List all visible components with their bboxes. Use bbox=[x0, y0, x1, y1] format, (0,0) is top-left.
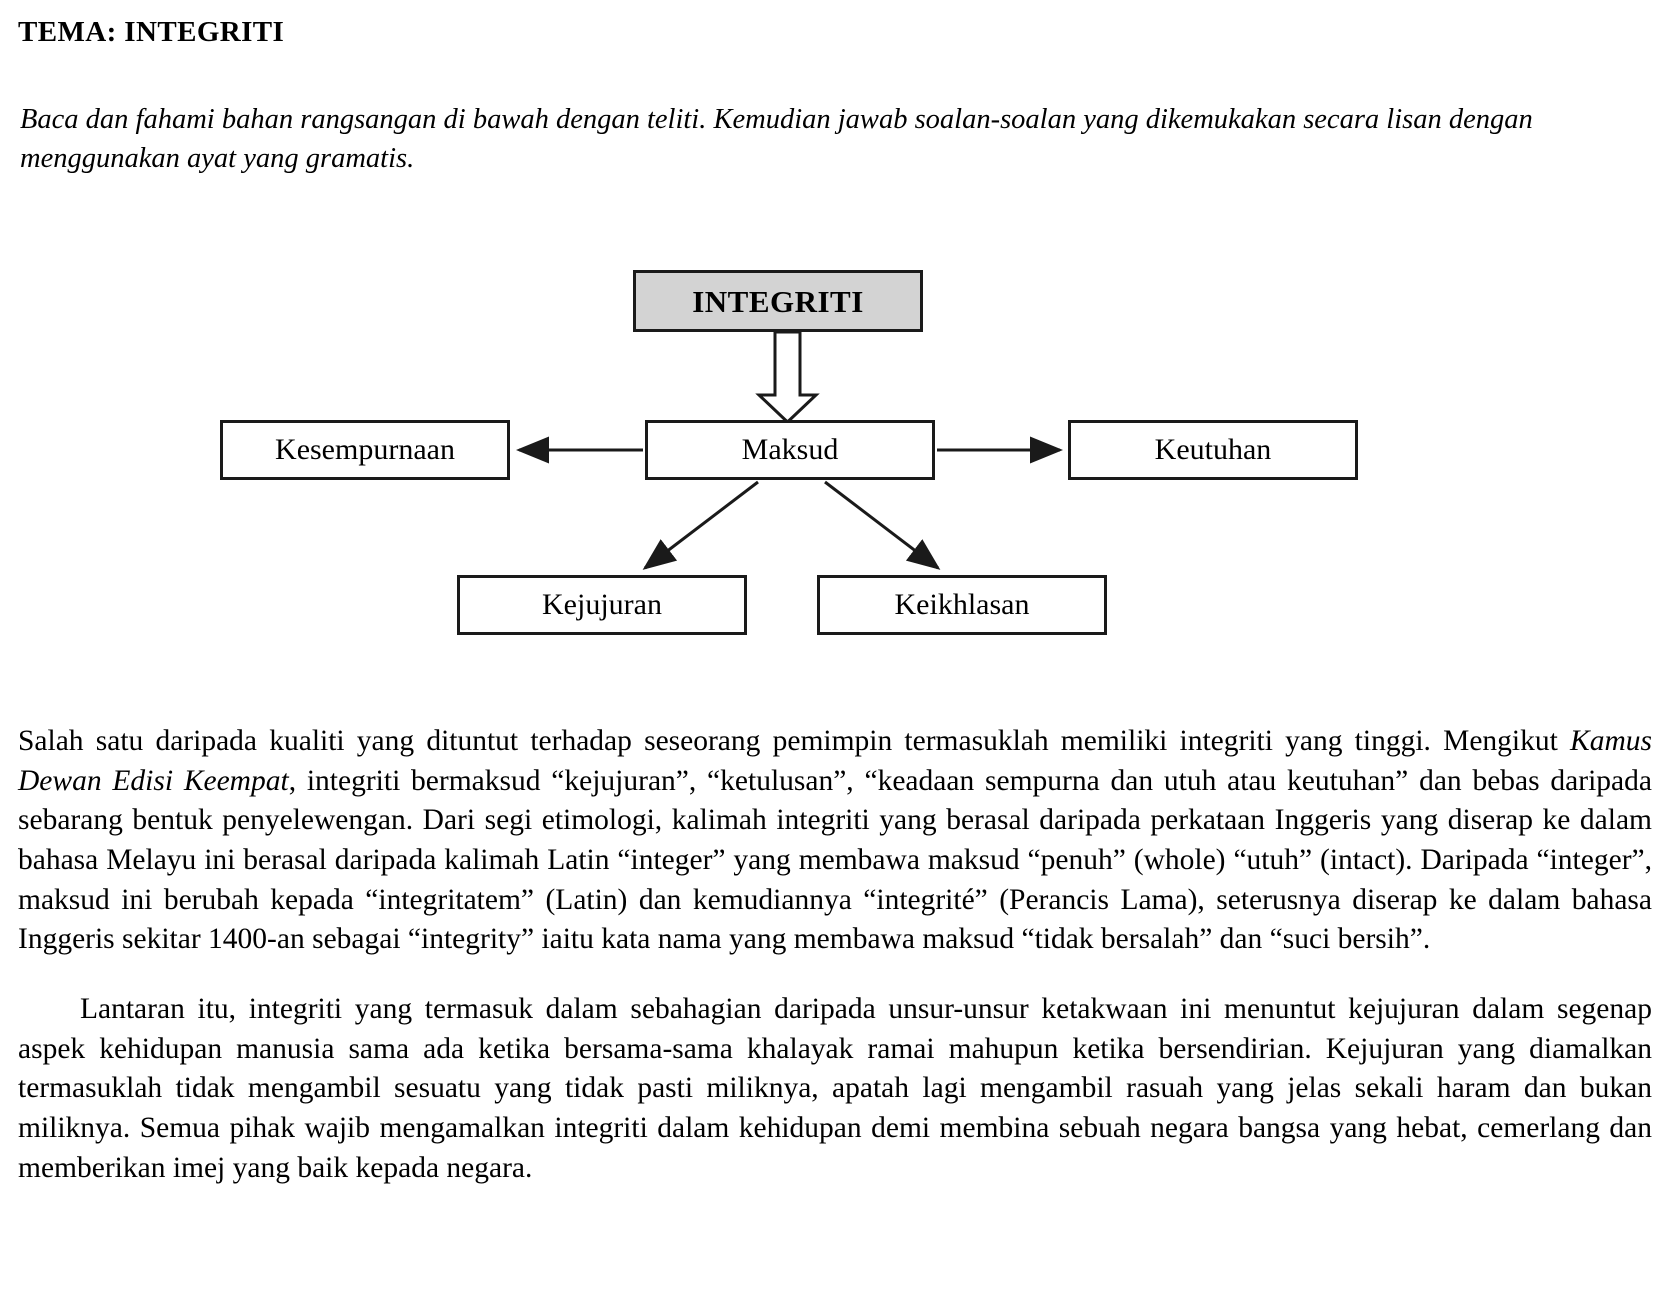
diagram-node-kejujuran: Kejujuran bbox=[457, 575, 747, 635]
paragraph-1-part-a: Salah satu daripada kualiti yang dituntu… bbox=[18, 725, 1571, 757]
diagram-node-integriti: INTEGRITI bbox=[633, 270, 923, 332]
integriti-concept-diagram: INTEGRITI Kesempurnaan Maksud Keutuhan K… bbox=[0, 250, 1669, 670]
diagram-node-kesempurnaan: Kesempurnaan bbox=[220, 420, 510, 480]
edge-maksud-to-kejujuran bbox=[642, 480, 759, 570]
body-content: Salah satu daripada kualiti yang dituntu… bbox=[18, 722, 1652, 1218]
paragraph-2: Lantaran itu, integriti yang termasuk da… bbox=[18, 993, 1652, 1184]
diagram-node-keikhlasan: Keikhlasan bbox=[817, 575, 1107, 635]
instruction-text: Baca dan fahami bahan rangsangan di bawa… bbox=[20, 104, 1533, 175]
book-title-citation: Kamus Dewan Edisi Keempat bbox=[18, 725, 1652, 797]
page-title: TEMA: INTEGRITI bbox=[18, 16, 285, 48]
block-arrow-down bbox=[755, 330, 820, 425]
diagram-node-keutuhan: Keutuhan bbox=[1068, 420, 1358, 480]
diagram-node-maksud: Maksud bbox=[645, 420, 935, 480]
paragraph-1-part-b: , integriti bermaksud “kejujuran”, “ketu… bbox=[18, 764, 1652, 956]
edge-maksud-to-keikhlasan bbox=[824, 480, 941, 570]
paragraph-1: Salah satu daripada kualiti yang dituntu… bbox=[18, 722, 1652, 960]
